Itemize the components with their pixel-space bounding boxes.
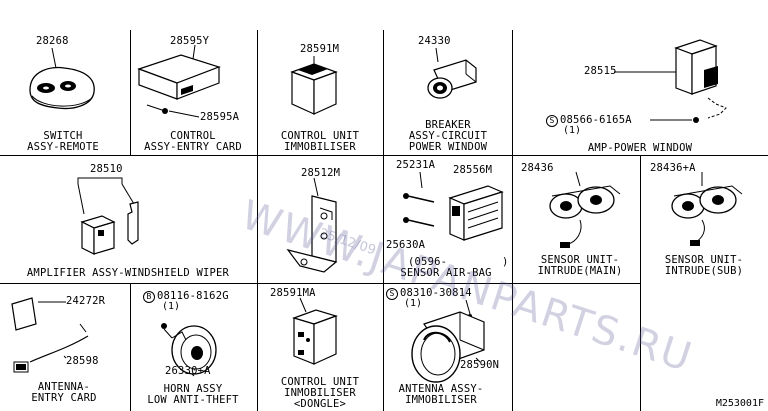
airbag-sensor-icon xyxy=(403,172,507,252)
part-number: 28556M xyxy=(453,164,493,176)
part-number: 24272R xyxy=(66,295,106,307)
part-caption: ANTENNA ASSY- IMMOBILISER xyxy=(398,383,484,406)
part-number: 25630A xyxy=(386,239,426,251)
part-caption: CONTROL ASSY-ENTRY CARD xyxy=(144,130,242,153)
part-number: 28591M xyxy=(300,43,340,55)
part-caption: SENSOR AIR-BAG xyxy=(400,267,492,279)
grid-line xyxy=(383,30,384,411)
part-number: 25231A xyxy=(396,159,436,171)
grid-line xyxy=(130,30,131,155)
control-box-icon xyxy=(133,45,223,120)
part-caption: CONTROL UNIT INMOBILISER <DONGLE> xyxy=(280,376,360,410)
circuit-breaker-icon xyxy=(414,48,484,108)
part-number: 28595Y xyxy=(170,35,210,47)
grid-line xyxy=(512,30,513,411)
part-caption: SENSOR UNIT- INTRUDE(MAIN) xyxy=(537,254,623,277)
grid-line xyxy=(640,155,641,411)
antenna-ring-icon xyxy=(404,300,504,388)
grid-line xyxy=(0,283,640,284)
part-number: 24330 xyxy=(418,35,451,47)
part-number: 28512M xyxy=(301,167,341,179)
antenna-card-icon xyxy=(8,290,118,382)
part-number: 28268 xyxy=(36,35,69,47)
part-caption: BREAKER ASSY-CIRCUIT POWER WINDOW xyxy=(408,119,488,153)
grid-line xyxy=(0,155,768,156)
part-caption: CONTROL UNIT IMMOBILISER xyxy=(280,130,360,153)
part-number: 28515 xyxy=(584,65,617,77)
part-caption: SWITCH ASSY-REMOTE xyxy=(27,130,99,153)
part-number: 28598 xyxy=(66,355,99,367)
part-number: 28510 xyxy=(90,163,123,175)
part-number: 28590N xyxy=(460,359,500,371)
control-unit-icon xyxy=(284,56,344,122)
part-caption: AMP-POWER WINDOW xyxy=(587,142,693,154)
part-caption: SENSOR UNIT- INTRUDE(SUB) xyxy=(664,254,744,277)
part-number: 28591MA xyxy=(270,287,316,299)
dongle-icon xyxy=(280,298,350,370)
wiper-amplifier-icon xyxy=(72,174,152,258)
intrusion-sensor-icon xyxy=(662,172,752,246)
part-number: 28436+A xyxy=(650,162,696,174)
part-caption: AMPLIFIER ASSY-WINDSHIELD WIPER xyxy=(26,267,230,279)
bolt-symbol-icon: B xyxy=(143,291,155,303)
part-number: 28595A xyxy=(200,111,240,123)
part-number: 26330+A xyxy=(165,365,211,377)
diagram-code: M253001F xyxy=(715,398,764,409)
part-caption: HORN ASSY LOW ANTI-THEFT xyxy=(147,383,239,406)
part-number: 28436 xyxy=(521,162,554,174)
mounting-bracket-icon xyxy=(284,178,354,278)
amplifier-icon xyxy=(622,34,732,123)
part-caption: ANTENNA- ENTRY CARD xyxy=(31,381,97,404)
quantity: (1) xyxy=(404,298,423,309)
quantity: (1) xyxy=(563,125,582,136)
grid-line xyxy=(130,283,131,411)
note: (0596- xyxy=(408,256,448,268)
note-end: ) xyxy=(502,256,509,268)
screw-symbol-icon: S xyxy=(546,115,558,127)
screw-symbol-icon: S xyxy=(386,288,398,300)
intrusion-sensor-icon xyxy=(540,172,630,248)
grid-line xyxy=(257,30,258,411)
quantity: (1) xyxy=(162,301,181,312)
remote-key-icon xyxy=(22,48,102,118)
horn-icon xyxy=(161,323,232,382)
